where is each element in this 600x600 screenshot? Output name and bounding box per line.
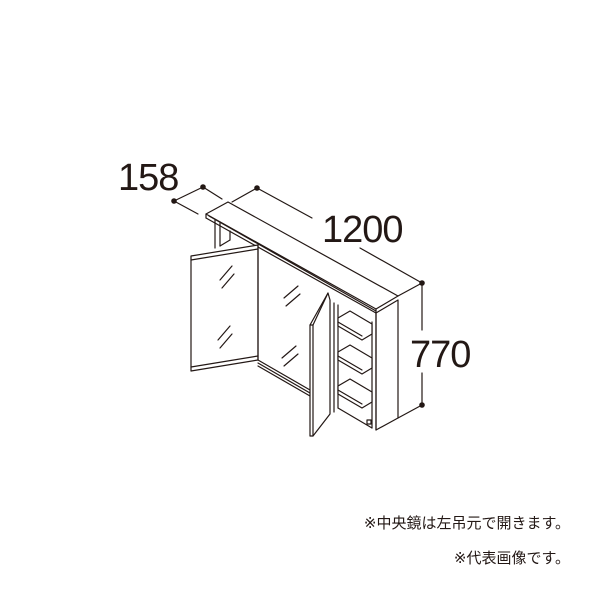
cabinet-body: [214, 219, 399, 431]
depth-dimension-label: 158: [118, 157, 179, 199]
center-mirror: [257, 244, 311, 397]
width-dimension-label: 1200: [322, 209, 404, 251]
left-mirror-door: [190, 244, 259, 372]
height-dimension-line: [397, 282, 423, 419]
representative-image-note: ※代表画像です。: [453, 549, 570, 567]
width-dimension-line: [231, 187, 423, 297]
open-shelves: [333, 302, 373, 429]
top-light-bar: [205, 201, 399, 314]
height-dimension-label: 770: [410, 334, 471, 376]
hinge-note: ※中央鏡は左吊元で開きます。: [363, 514, 570, 532]
center-mirror-door: [309, 292, 331, 437]
depth-dimension-line: [173, 186, 223, 215]
